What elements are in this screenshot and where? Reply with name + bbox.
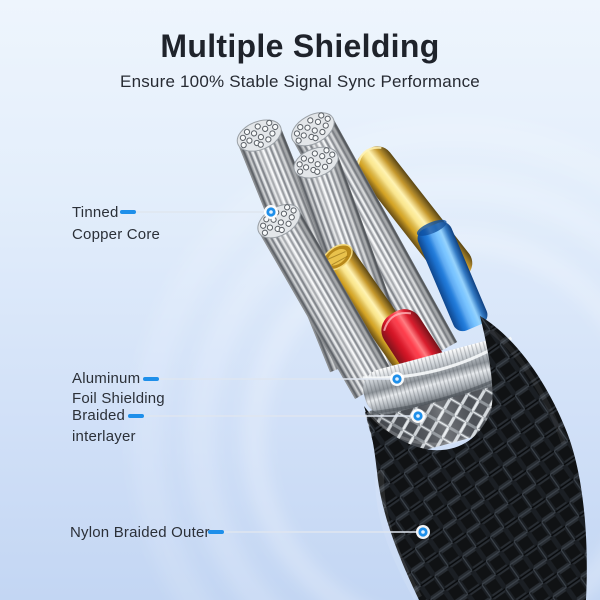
- page-title: Multiple Shielding: [160, 28, 440, 64]
- callout-label: Foil Shielding: [72, 390, 165, 407]
- callout-dot-icon: [390, 372, 404, 386]
- callout-dot-icon: [411, 409, 425, 423]
- tinned-copper-bundle-4: [251, 197, 395, 399]
- callout-tinned-copper-core: Tinned Copper Core: [72, 204, 266, 243]
- header: Multiple Shielding Ensure 100% Stable Si…: [0, 0, 600, 92]
- callout-label: Tinned: [72, 204, 119, 221]
- page-subtitle: Ensure 100% Stable Signal Sync Performan…: [120, 72, 480, 91]
- callout-dot-icon: [416, 525, 430, 539]
- callout-label: Copper Core: [72, 226, 160, 243]
- callout-aluminum-foil-shielding: Aluminum Foil Shielding: [72, 370, 391, 407]
- callout-dot-icon: [264, 205, 278, 219]
- callout-braided-interlayer: Braided interlayer: [72, 407, 412, 445]
- callout-label: Nylon Braided Outer: [70, 524, 210, 541]
- callout-label: Aluminum: [72, 370, 140, 387]
- callout-nylon-braided-outer: Nylon Braided Outer: [70, 524, 417, 541]
- callout-label: interlayer: [72, 428, 136, 445]
- callout-label: Braided: [72, 407, 125, 424]
- blue-wire: [416, 219, 488, 332]
